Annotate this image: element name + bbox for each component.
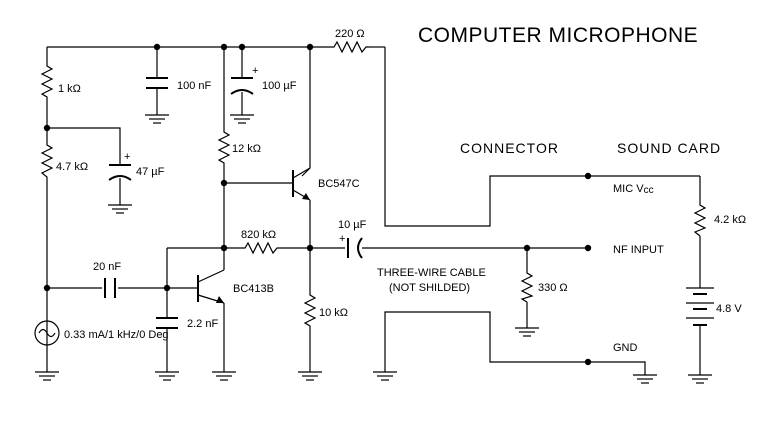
ground-icon [298, 371, 322, 381]
ground-icon [633, 374, 657, 384]
label-r-4k7: 4.7 kΩ [56, 161, 88, 173]
label-gnd: GND [613, 342, 638, 354]
ground-icon [373, 371, 397, 381]
capacitor-2n2 [156, 317, 178, 329]
capacitors: + + + [104, 65, 363, 329]
transistor-bc547c [292, 167, 311, 201]
sound-card-header: SOUND CARD [617, 140, 721, 156]
resistor-330 [520, 268, 534, 303]
ground-icon [212, 371, 236, 381]
resistor-12k [217, 127, 231, 167]
connector-pin-mic-vcc [584, 172, 592, 180]
wires [46, 46, 701, 375]
resistor-4k7 [40, 140, 54, 182]
capacitor-47u: + [108, 151, 132, 181]
label-r-220: 220 Ω [335, 28, 365, 40]
resistor-820k [240, 241, 284, 255]
capacitor-10u: + [339, 233, 363, 259]
ground-icon [155, 371, 179, 381]
junction-dot [238, 43, 246, 51]
connector-pin-gnd [584, 358, 592, 366]
junction-dot [306, 244, 314, 252]
label-r-4k2: 4.2 kΩ [714, 214, 746, 226]
junction-dot [220, 179, 228, 187]
schematic-title: COMPUTER MICROPHONE [418, 24, 698, 47]
mic-vcc-prefix: MIC V [613, 183, 644, 195]
resistor-4k2 [693, 200, 707, 237]
label-mic-vcc: MIC Vcc [613, 183, 654, 196]
label-nf-input: NF INPUT [613, 244, 664, 256]
resistors [40, 40, 707, 330]
signal-labels: MIC Vcc NF INPUT GND THREE-WIRE CABLE (N… [377, 183, 664, 354]
cable-label-line1: THREE-WIRE CABLE [377, 267, 486, 279]
resistor-1k [40, 62, 54, 102]
junction-dot [163, 284, 171, 292]
junction-dot [220, 43, 228, 51]
ac-current-source [34, 320, 60, 346]
label-r-12k: 12 kΩ [232, 143, 261, 155]
ground-icon [688, 374, 712, 384]
label-c-100u: 100 µF [262, 80, 297, 92]
capacitor-20n [104, 278, 116, 298]
label-c-47u: 47 µF [136, 166, 165, 178]
label-source: 0.33 mA/1 kHz/0 Deg [64, 329, 169, 341]
label-r-330: 330 Ω [538, 282, 568, 294]
junction-dot [43, 284, 51, 292]
label-c-100n: 100 nF [177, 80, 212, 92]
polarity-plus: + [252, 65, 258, 77]
label-q-bc413b: BC413B [233, 283, 274, 295]
ground-icon [515, 327, 539, 337]
polarity-plus: + [339, 233, 345, 245]
polarity-plus: + [124, 151, 130, 163]
capacitor-100n [146, 77, 168, 89]
ground-icon [230, 114, 254, 124]
label-r-820k: 820 kΩ [241, 229, 276, 241]
label-r-1k: 1 kΩ [58, 83, 81, 95]
junction-dot [220, 244, 228, 252]
junction-dot [523, 244, 531, 252]
junction-dot [306, 43, 314, 51]
capacitor-100u: + [230, 65, 258, 95]
label-r-10k: 10 kΩ [319, 307, 348, 319]
junction-dot [43, 124, 51, 132]
battery-4v8 [686, 287, 714, 326]
label-q-bc547c: BC547C [318, 178, 360, 190]
resistor-10k [303, 290, 317, 330]
connector-pin-nf-input [584, 244, 592, 252]
connector-header: CONNECTOR [460, 140, 559, 156]
ground-symbols [35, 114, 712, 384]
label-c-10u: 10 µF [338, 219, 367, 231]
junctions [43, 43, 592, 366]
mic-vcc-sub: cc [644, 185, 654, 196]
label-c-20n: 20 nF [93, 261, 121, 273]
ground-icon [145, 114, 169, 124]
ground-icon [108, 204, 132, 214]
label-v-4v8: 4.8 V [716, 303, 742, 315]
cable-label-line2: (NOT SHILDED) [389, 282, 470, 294]
transistor-bc413b [197, 269, 225, 304]
label-c-2n2: 2.2 nF [187, 318, 218, 330]
ground-icon [35, 371, 59, 381]
component-labels: 1 kΩ 4.7 kΩ 100 nF 100 µF 220 Ω 47 µF 12… [56, 28, 746, 341]
resistor-220 [330, 40, 370, 54]
junction-dot [153, 43, 161, 51]
